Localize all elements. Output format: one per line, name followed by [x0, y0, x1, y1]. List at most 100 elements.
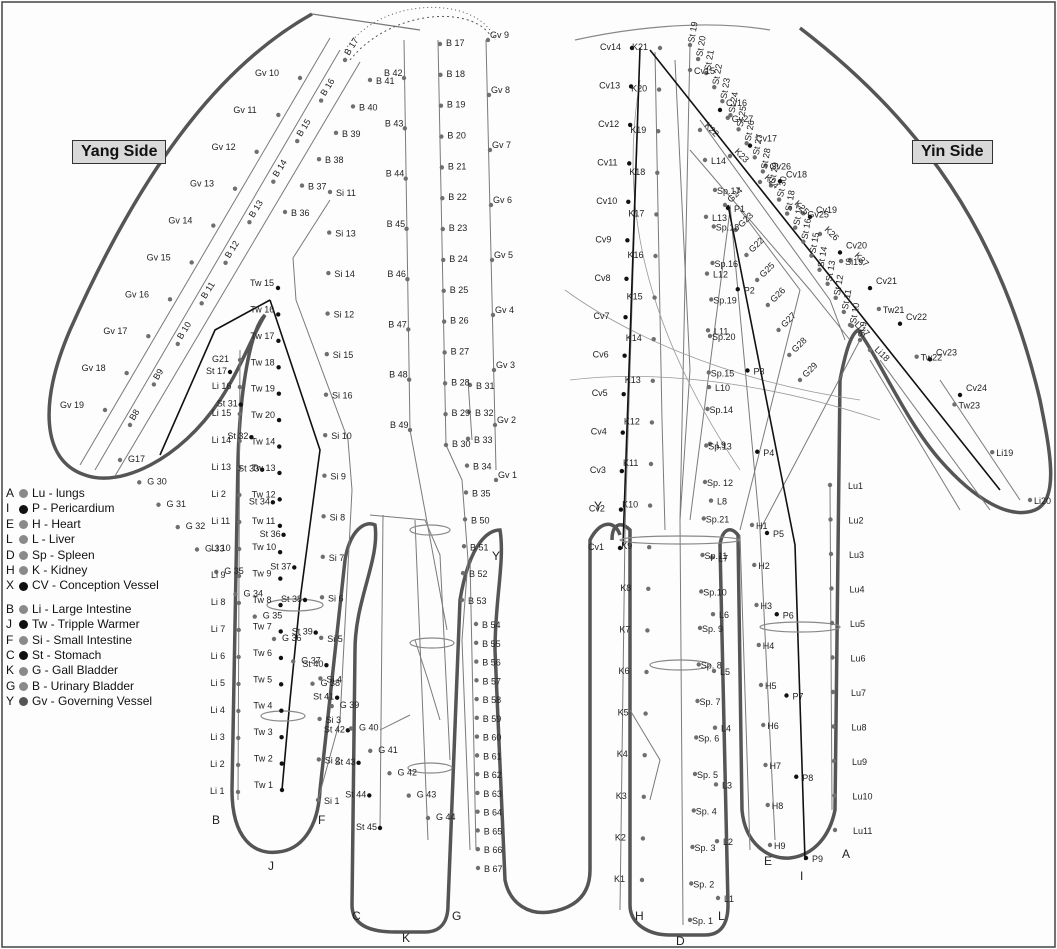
acupoint-dot — [314, 630, 318, 634]
point-label: Cv15 — [694, 66, 715, 76]
point-label: L2 — [723, 837, 733, 847]
acupoint-dot — [367, 793, 371, 797]
legend-key: Y — [6, 694, 19, 709]
legend-dot-icon — [19, 636, 28, 645]
acupoint-dot — [829, 586, 833, 590]
point-label: Gv 18 — [82, 363, 106, 373]
acupoint-dot — [349, 726, 353, 730]
point-label: K16 — [628, 250, 644, 260]
acupoint-dot — [709, 498, 713, 502]
point-label: Si 12 — [334, 310, 355, 320]
acupoint-dot — [320, 595, 324, 599]
acupoint-dot — [278, 576, 282, 580]
acupoint-dot — [868, 286, 872, 290]
point-label: B 57 — [482, 676, 501, 686]
finger-letter: J — [268, 859, 274, 873]
joint-marks-right — [620, 536, 840, 670]
point-label: P5 — [773, 529, 784, 539]
point-label: L11 — [714, 326, 728, 336]
acupoint-dot — [317, 757, 321, 761]
point-label: Sp. 3 — [695, 843, 716, 853]
point-label: H2 — [758, 561, 770, 571]
acupoint-dot — [228, 370, 232, 374]
legend-item: EH - Heart — [6, 517, 159, 532]
point-label: Sp. 9 — [702, 624, 723, 634]
point-label: Gv 10 — [255, 68, 279, 78]
point-label: G28 — [790, 335, 809, 354]
point-label: Cv20 — [846, 241, 867, 251]
point-label: B 47 — [388, 319, 407, 329]
acupoint-dot — [718, 108, 722, 112]
point-label: B 12 — [223, 239, 241, 260]
acupoint-dot — [279, 656, 283, 660]
point-label: B 14 — [271, 158, 289, 179]
point-label: G 30 — [147, 476, 167, 486]
acupoint-dot — [368, 78, 372, 82]
point-label: B 46 — [387, 269, 406, 279]
acupoint-dot — [804, 856, 808, 860]
acupoint-dot — [657, 87, 661, 91]
acupoint-dot — [238, 412, 242, 416]
point-label: Cv9 — [595, 234, 611, 244]
point-label: B 33 — [474, 435, 493, 445]
point-label: G 35 — [224, 566, 244, 576]
acupoint-dot — [236, 655, 240, 659]
point-label: Gv 11 — [233, 105, 256, 115]
acupoint-dot — [291, 659, 295, 663]
right-hand-outline — [612, 28, 1051, 935]
point-label: Si19 — [845, 257, 863, 267]
acupoint-dot — [763, 763, 767, 767]
point-label: B 60 — [483, 733, 502, 743]
point-label: Li 6 — [211, 651, 226, 661]
point-label: L4 — [721, 724, 731, 734]
point-label: B 32 — [475, 408, 494, 418]
acupoint-dot — [990, 450, 994, 454]
acupoint-dot — [475, 791, 479, 795]
point-label: Cv3 — [590, 465, 606, 475]
point-label: H5 — [765, 681, 777, 691]
legend-item: GB - Urinary Bladder — [6, 679, 159, 694]
point-label: Lu3 — [849, 550, 864, 560]
point-label: P9 — [812, 854, 823, 864]
finger-letter: G — [452, 909, 461, 923]
legend-text: B - Urinary Bladder — [32, 679, 134, 694]
acupoint-dot — [475, 753, 479, 757]
legend-key: K — [6, 663, 19, 678]
legend-dot-icon — [19, 566, 28, 575]
legend-key: X — [6, 578, 19, 593]
point-label: St 33 — [238, 464, 259, 474]
point-label: Tw 14 — [251, 437, 275, 447]
point-label: Si 9 — [330, 472, 346, 482]
point-label: B 39 — [342, 129, 361, 139]
point-label: Li 13 — [212, 462, 232, 472]
point-label: Cv24 — [966, 383, 987, 393]
acupoint-dot — [238, 358, 242, 362]
acupoint-dot — [641, 836, 645, 840]
point-label: G 41 — [378, 745, 398, 755]
acupoint-dot — [474, 622, 478, 626]
point-label: B 37 — [308, 182, 327, 192]
point-label: B 53 — [468, 596, 487, 606]
point-label: Gv 6 — [493, 195, 512, 205]
acupoint-dot — [624, 277, 628, 281]
acupoint-dot — [462, 544, 466, 548]
point-label: B 25 — [450, 285, 469, 295]
point-label: L8 — [717, 497, 727, 507]
point-label: Sp. 5 — [697, 770, 718, 780]
point-label: B 22 — [448, 192, 467, 202]
point-label: P1 — [734, 204, 745, 214]
point-label: B 17 — [342, 36, 360, 57]
acupoint-dot — [829, 552, 833, 556]
acupoint-dot — [325, 311, 329, 315]
acupoint-dot — [465, 463, 469, 467]
legend-key: J — [6, 617, 19, 632]
point-label: G 37 — [301, 655, 321, 665]
point-label: K5 — [618, 708, 629, 718]
point-label: H1 — [756, 521, 768, 531]
acupoint-dot — [620, 469, 624, 473]
point-label: Cv14 — [600, 42, 621, 52]
acupoint-dot — [199, 301, 203, 305]
acupoint-dot — [276, 286, 280, 290]
point-label: Sp.15 — [711, 369, 735, 379]
